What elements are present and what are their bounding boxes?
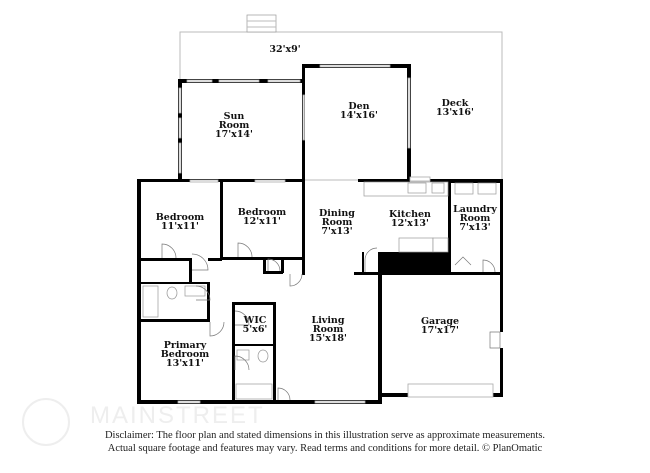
room-labels: 32'x9' Sun Room 17'x14' Den 14'x16' Deck… (156, 44, 498, 369)
doors (161, 242, 501, 401)
laundry-room-name: Room (460, 213, 491, 224)
deck-name: Deck (442, 98, 469, 109)
watermark: MAINSTREET (90, 402, 265, 429)
disclaimer-line: Disclaimer: The floor plan and stated di… (104, 430, 546, 441)
dining-room-dims: 7'x13' (321, 226, 352, 237)
laundry-room-dims: 7'x13' (459, 222, 490, 233)
kitchen-dims: 12'x13' (391, 218, 429, 229)
primary-bedroom-name: Primary (164, 340, 207, 351)
bedroom-dims: 12'x11' (243, 216, 281, 227)
garage-name: Garage (421, 316, 459, 327)
disclaimer: Disclaimer: The floor plan and stated di… (0, 429, 650, 455)
bedroom-dims: 11'x11' (161, 221, 199, 232)
living-room-dims: 15'x18' (309, 333, 347, 344)
windows (177, 64, 494, 404)
deck-dims: 13'x16' (436, 107, 474, 118)
wic-dims: 5'x6' (243, 324, 268, 335)
primary-bedroom-name: Bedroom (161, 349, 209, 360)
porch-dims: 32'x9' (269, 44, 300, 55)
sun-room-name: Room (219, 120, 250, 131)
fixtures (142, 181, 497, 400)
bedroom-name: Bedroom (238, 207, 286, 218)
sun-room-dims: 17'x14' (215, 129, 253, 140)
living-room-name: Room (313, 324, 344, 335)
den-dims: 14'x16' (340, 110, 378, 121)
sun-room-name: Sun (224, 111, 245, 122)
disclaimer-line: Actual square footage and features may v… (107, 443, 543, 454)
living-room-name: Living (312, 315, 345, 326)
dining-room-name: Room (322, 217, 353, 228)
dining-room-name: Dining (319, 208, 355, 219)
watermark-logo-icon (22, 398, 70, 446)
steps (246, 14, 277, 33)
primary-bedroom-dims: 13'x11' (166, 358, 204, 369)
wic-name: WIC (243, 315, 267, 326)
laundry-room-name: Laundry (453, 204, 497, 215)
den-name: Den (348, 101, 369, 112)
bedroom-name: Bedroom (156, 212, 204, 223)
garage-dims: 17'x17' (421, 325, 459, 336)
kitchen-name: Kitchen (389, 209, 431, 220)
